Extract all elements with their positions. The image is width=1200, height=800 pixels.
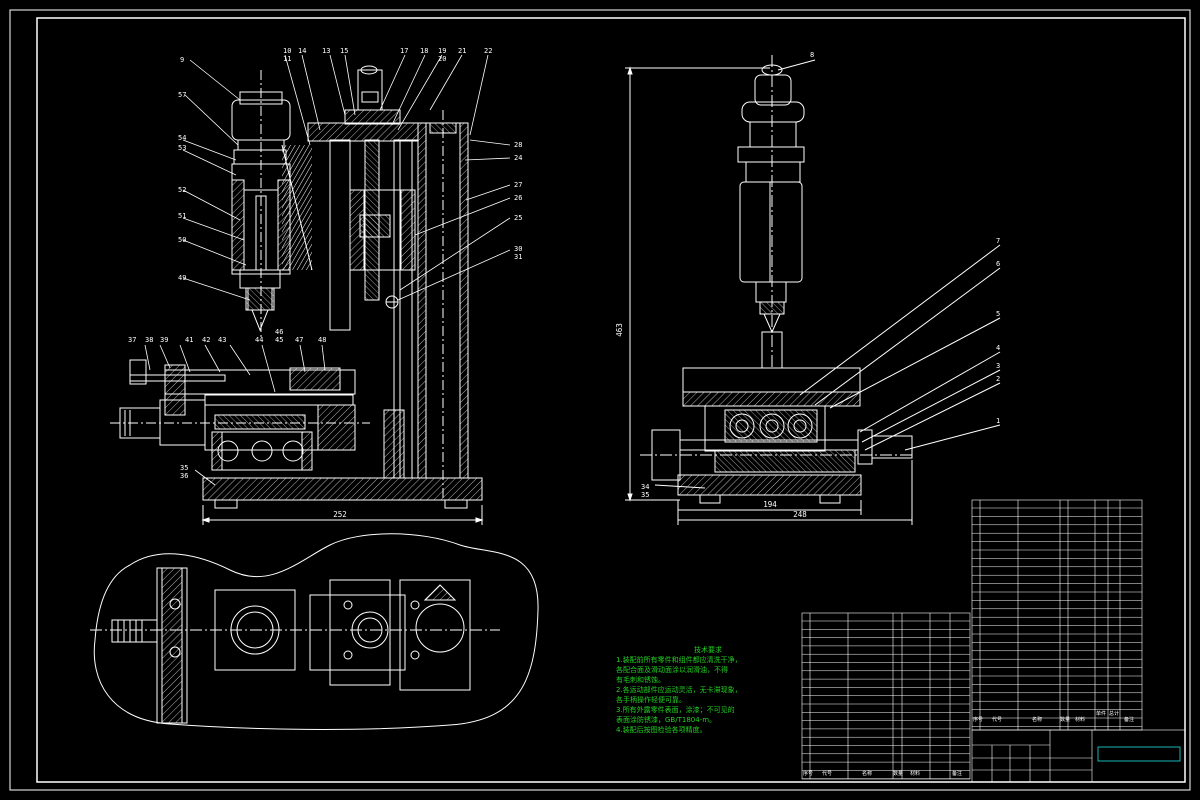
part-label: 5 <box>996 310 1000 318</box>
bom-header: 材料 <box>910 770 920 777</box>
requirement-line: 各配合面及滑动面涂以润滑油，不得 <box>616 666 728 674</box>
part-label: 17 <box>400 47 408 55</box>
bom-header: 名称 <box>862 770 872 777</box>
bom-header: 备注 <box>1124 716 1134 723</box>
bom-header: 代号 <box>992 716 1002 723</box>
part-label: 43 <box>218 336 226 344</box>
part-label: 10 <box>283 47 291 55</box>
bom-headers-left: 序号 代号 名称 数量 材料 备注 <box>803 770 962 777</box>
outer-frame <box>9 9 1191 791</box>
requirement-line: 1.装配前所有零件和组件都应清洗干净， <box>616 656 742 664</box>
bom-header: 材料 <box>1075 716 1085 723</box>
part-label: 22 <box>484 47 492 55</box>
plan-view <box>90 533 539 730</box>
part-label: 52 <box>178 186 186 194</box>
part-label: 6 <box>996 260 1000 268</box>
part-label: 45 <box>275 336 283 344</box>
part-label: 2 <box>996 375 1000 383</box>
side-view <box>625 55 1001 525</box>
title-block <box>801 499 1186 783</box>
dim-base-width: 252 <box>333 510 347 519</box>
part-label: 39 <box>160 336 168 344</box>
part-label: 49 <box>178 274 186 282</box>
bom-header: 代号 <box>822 770 832 777</box>
part-label: 35 <box>641 491 649 499</box>
part-label: 28 <box>514 141 522 149</box>
part-label: 37 <box>128 336 136 344</box>
part-label: 51 <box>178 212 186 220</box>
part-label: 9 <box>180 56 184 64</box>
bom-header: 备注 <box>952 770 962 777</box>
part-numbers-left: 9 57 10 11 14 13 15 17 18 19 20 21 22 54… <box>128 47 522 480</box>
part-label: 46 <box>275 328 283 336</box>
part-label: 3 <box>996 362 1000 370</box>
technical-requirements-title: 技术要求 <box>694 646 722 654</box>
bom-headers-right: 序号 代号 名称 数量 材料 单件 总计 备注 <box>973 710 1134 723</box>
requirement-line: 表面涂防锈漆，GB/T1804-m。 <box>616 716 717 724</box>
bom-header: 序号 <box>973 716 983 723</box>
requirement-line: 2.各运动部件应运动灵活，无卡滞现象， <box>616 686 742 694</box>
part-label: 4 <box>996 344 1000 352</box>
bom-header: 数量 <box>1060 716 1070 723</box>
bom-header: 序号 <box>803 770 813 777</box>
part-label: 54 <box>178 134 186 142</box>
part-label: 27 <box>514 181 522 189</box>
part-label: 20 <box>438 55 446 63</box>
part-label: 50 <box>178 236 186 244</box>
bom-rows <box>802 507 1142 779</box>
part-label: 11 <box>283 55 291 63</box>
part-label: 15 <box>340 47 348 55</box>
part-label: 31 <box>514 253 522 261</box>
part-label: 30 <box>514 245 522 253</box>
part-label: 53 <box>178 144 186 152</box>
part-label: 41 <box>185 336 193 344</box>
drawing-border <box>36 17 1186 783</box>
bom-header: 数量 <box>893 770 903 777</box>
requirement-line: 有毛刺和锈蚀。 <box>616 676 665 684</box>
leader-lines-left <box>144 54 511 486</box>
dim-height: 463 <box>615 323 624 337</box>
bom-header: 单件 <box>1096 710 1106 717</box>
drawing-title-box <box>1097 746 1181 762</box>
dim-span-outer: 248 <box>793 510 807 519</box>
part-label: 47 <box>295 336 303 344</box>
part-label: 36 <box>180 472 188 480</box>
part-label: 35 <box>180 464 188 472</box>
requirement-line: 4.装配后按图检验各项精度。 <box>616 726 707 734</box>
bom-header: 总计 <box>1109 710 1119 717</box>
part-label: 8 <box>810 51 814 59</box>
part-label: 14 <box>298 47 306 55</box>
part-label: 7 <box>996 237 1000 245</box>
part-label: 25 <box>514 214 522 222</box>
dim-span-inner: 194 <box>763 500 777 509</box>
bom-header: 名称 <box>1032 716 1042 723</box>
part-label: 18 <box>420 47 428 55</box>
part-label: 1 <box>996 417 1000 425</box>
part-label: 24 <box>514 154 522 162</box>
part-numbers-right: 8 7 6 5 4 3 2 1 34 35 <box>641 51 1000 499</box>
part-label: 13 <box>322 47 330 55</box>
part-label: 38 <box>145 336 153 344</box>
part-label: 34 <box>641 483 649 491</box>
part-label: 26 <box>514 194 522 202</box>
part-label: 44 <box>255 336 263 344</box>
part-label: 57 <box>178 91 186 99</box>
requirement-line: 3.所有外露零件表面，涂漆；不可见的 <box>616 706 735 714</box>
front-section-view <box>110 65 484 525</box>
part-label: 21 <box>458 47 466 55</box>
part-label: 48 <box>318 336 326 344</box>
requirement-line: 各手柄操作轻便可靠。 <box>616 696 686 704</box>
part-label: 19 <box>438 47 446 55</box>
technical-requirements: 技术要求 1.装配前所有零件和组件都应清洗干净， 各配合面及滑动面涂以润滑油，不… <box>616 645 786 735</box>
part-label: 42 <box>202 336 210 344</box>
